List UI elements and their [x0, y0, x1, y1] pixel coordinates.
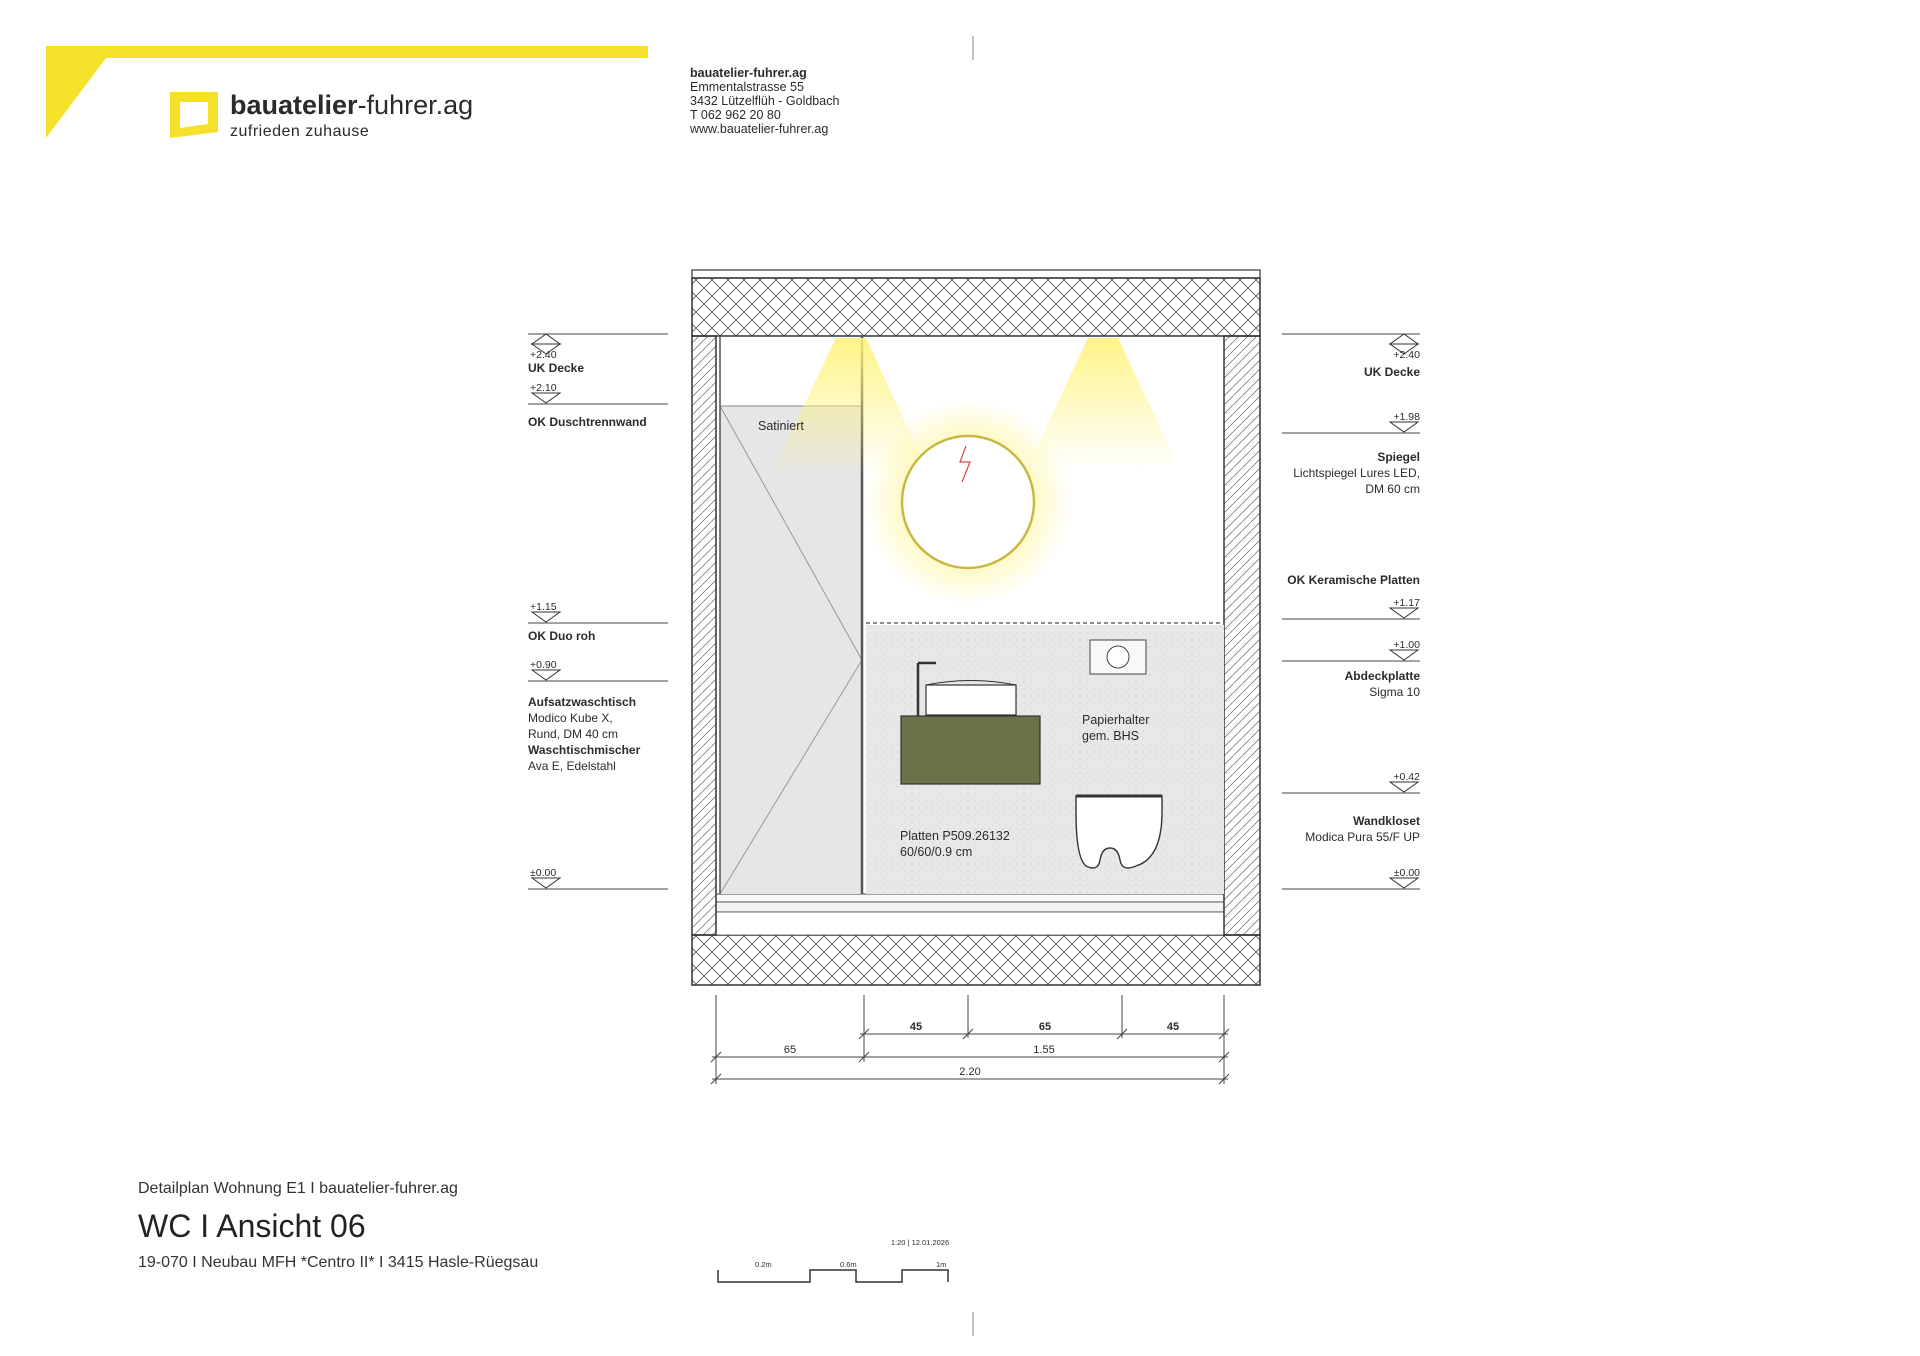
- level-keramik-label: OK Keramische Platten: [1287, 573, 1420, 587]
- page-title: WC I Ansicht 06: [138, 1208, 366, 1244]
- dim-row1-c: 45: [1167, 1021, 1179, 1033]
- scale-mark-3: 1m: [936, 1260, 946, 1269]
- scale-mark-1: 0.2m: [755, 1260, 772, 1269]
- levels-right: +2.40 UK Decke +1.98 Spiegel Lichtspiege…: [1282, 333, 1421, 890]
- level-abdeck-value: +1.00: [1393, 639, 1420, 651]
- address-web[interactable]: www.bauatelier-fuhrer.ag: [690, 122, 829, 136]
- address-block: bauatelier-fuhrer.ag Emmentalstrasse 55 …: [690, 66, 839, 136]
- washbasin: [916, 661, 1017, 716]
- level-wc-value: +0.42: [1393, 771, 1420, 783]
- level-zero-left-value: ±0.00: [530, 867, 556, 879]
- electric-symbol-icon: [959, 445, 971, 483]
- footer-project: 19-070 I Neubau MFH *Centro II* I 3415 H…: [138, 1254, 539, 1271]
- level-uk-decke-value: +2.40: [530, 349, 557, 361]
- ceiling-light-right: [1026, 338, 1180, 470]
- mixer-line1: Ava E, Edelstahl: [528, 759, 616, 773]
- dim-row1-a: 45: [910, 1021, 922, 1033]
- level-dusch-value: +2.10: [530, 382, 557, 394]
- scale-mark-2: 0.6m: [840, 1260, 857, 1269]
- mirror-line1: Lichtspiegel Lures LED,: [1293, 466, 1420, 480]
- level-uk-decke-label: UK Decke: [528, 361, 584, 375]
- washbasin-line2: Rund, DM 40 cm: [528, 727, 618, 741]
- address-city: 3432 Lützelflüh - Goldbach: [690, 94, 840, 108]
- right-wall: [1223, 335, 1261, 936]
- address-street: Emmentalstrasse 55: [690, 80, 804, 94]
- left-wall: [691, 335, 717, 936]
- level-r-uk-decke-value: +2.40: [1393, 349, 1420, 361]
- level-wt-value: +0.90: [530, 659, 557, 671]
- wall-toilet: [1075, 794, 1163, 869]
- cover-plate-title: Abdeckplatte: [1345, 669, 1421, 683]
- annotation-satiniert: Satiniert: [758, 419, 804, 433]
- shower-glass: [720, 406, 862, 894]
- levels-left: +2.40 UK Decke +2.10 OK Duschtrennwand +…: [528, 333, 668, 890]
- address-phone: T 062 962 20 80: [690, 108, 781, 122]
- logo-mark-icon: [170, 92, 218, 138]
- dimension-chains: [710, 995, 1230, 1085]
- header-band: [46, 46, 648, 138]
- cover-plate-line1: Sigma 10: [1369, 685, 1420, 699]
- annotation-tiles-1: Platten P509.26132: [900, 829, 1010, 843]
- level-dusch-label: OK Duschtrennwand: [528, 415, 647, 429]
- mirror-line2: DM 60 cm: [1365, 482, 1420, 496]
- annotation-tiles-2: 60/60/0.9 cm: [900, 845, 972, 859]
- washbasin-line1: Modico Kube X,: [528, 711, 613, 725]
- washbasin-title: Aufsatzwaschtisch: [528, 695, 636, 709]
- annotation-paper-holder-1: Papierhalter: [1082, 713, 1149, 727]
- logo-slogan: zufrieden zuhause: [230, 123, 369, 140]
- scale-bar: 1:20 | 12.01.2026 0.2m 0.6m 1m: [717, 1238, 949, 1283]
- level-duo-value: +1.15: [530, 601, 557, 613]
- ceiling-slab: [691, 277, 1261, 337]
- level-duo-label: OK Duo roh: [528, 629, 595, 643]
- mirror: [900, 434, 1036, 570]
- mixer-title: Waschtischmischer: [528, 743, 641, 757]
- dim-total: 2.20: [959, 1066, 980, 1078]
- level-zero-right-value: ±0.00: [1394, 867, 1420, 879]
- scale-date: 1:20 | 12.01.2026: [891, 1238, 949, 1247]
- address-firm: bauatelier-fuhrer.ag: [690, 66, 807, 80]
- dim-row2-a: 65: [784, 1044, 796, 1056]
- dim-row1-b: 65: [1039, 1021, 1051, 1033]
- brand-logo: bauatelier-fuhrer.ag zufrieden zuhause: [170, 90, 473, 140]
- level-spiegel-value: +1.98: [1393, 411, 1420, 423]
- room-section: [691, 269, 1261, 986]
- annotation-paper-holder-2: gem. BHS: [1082, 729, 1139, 743]
- vanity-cabinet: [900, 715, 1041, 785]
- level-keramik-value: +1.17: [1393, 597, 1420, 609]
- toilet-line1: Modica Pura 55/F UP: [1305, 830, 1420, 844]
- toilet-title: Wandkloset: [1353, 814, 1420, 828]
- logo-text: bauatelier-fuhrer.ag: [230, 90, 473, 120]
- level-r-uk-decke-label: UK Decke: [1364, 365, 1420, 379]
- floor-slab: [691, 934, 1261, 986]
- footer-subtitle: Detailplan Wohnung E1 I bauatelier-fuhre…: [138, 1180, 458, 1197]
- dim-row2-b: 1.55: [1033, 1044, 1054, 1056]
- mirror-title: Spiegel: [1377, 450, 1420, 464]
